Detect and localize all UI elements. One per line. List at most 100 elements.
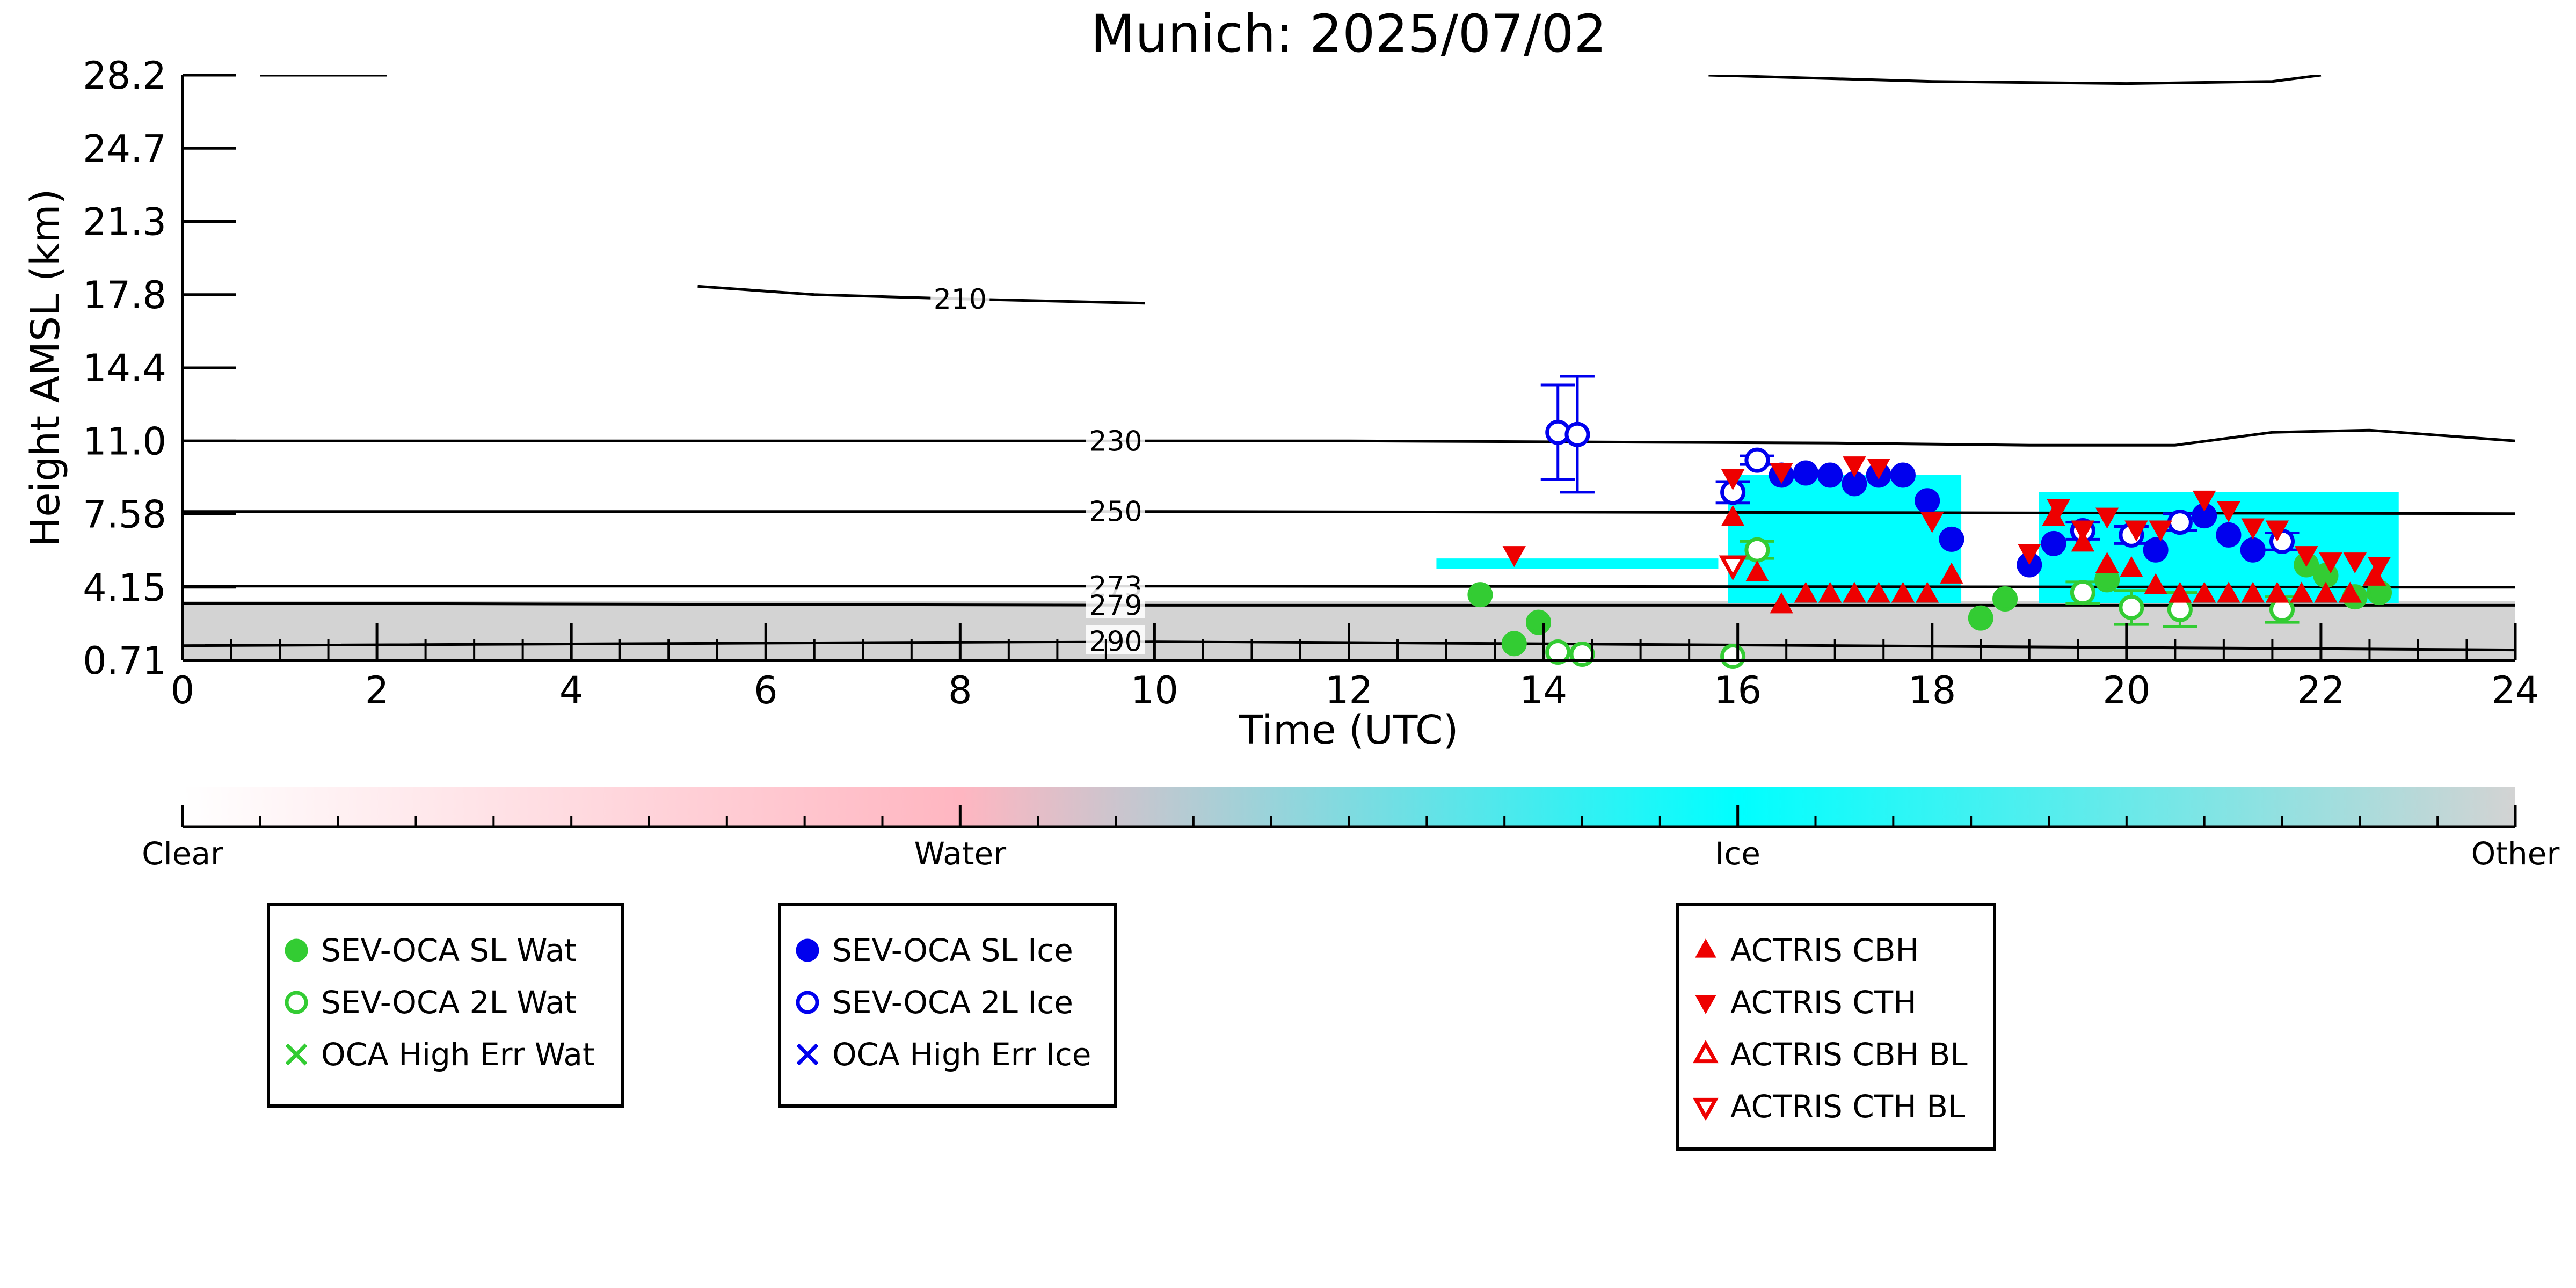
contour-label-230: 230: [1089, 425, 1142, 457]
contour-line-210: [697, 285, 1145, 305]
legend-entry: SEV-OCA 2L Wat: [285, 984, 577, 1021]
data-point: [2168, 581, 2192, 603]
data-point: [1939, 526, 1964, 552]
data-point: [1867, 581, 1890, 603]
data-point: [2095, 551, 2119, 573]
legend-label: OCA High Err Ice: [832, 1036, 1091, 1073]
data-point: [2041, 530, 2066, 556]
data-point: [1721, 505, 1745, 526]
chart-title: Munich: 2025/07/02: [1091, 4, 1607, 64]
data-point: [2167, 510, 2193, 535]
data-point: [1915, 488, 1940, 514]
data-point: [1720, 643, 1746, 669]
x-tick-label: 4: [559, 668, 584, 712]
series-actris-cbh: [1721, 505, 2386, 614]
legend-label: SEV-OCA SL Wat: [321, 932, 577, 969]
data-point: [1794, 581, 1818, 603]
x-tick-label: 20: [2102, 668, 2150, 712]
contour-label-bg-210: [930, 282, 990, 312]
data-point: [1526, 609, 1552, 635]
data-point: [1843, 581, 1866, 603]
colorbar: Clear Water Ice Other: [142, 787, 2559, 872]
legend-label: ACTRIS CBH: [1730, 932, 1919, 969]
data-point: [1744, 447, 1770, 473]
legend-marker: [1695, 938, 1716, 958]
colorbar-label-water: Water: [914, 835, 1007, 872]
legend-entry: OCA High Err Wat: [285, 1036, 595, 1073]
data-point: [1940, 562, 1963, 584]
data-point: [1719, 555, 1747, 581]
contour-label-bg-250: [1086, 495, 1145, 525]
data-point: [1467, 582, 1493, 608]
contour-label-bg-230: [1086, 425, 1145, 454]
legend-entry: ACTRIS CBH BL: [1693, 1036, 1968, 1073]
contour-label-bg-290: [1086, 625, 1145, 654]
contour-line-230: [183, 428, 2515, 447]
data-point: [2265, 520, 2289, 542]
data-point: [2241, 581, 2265, 603]
data-point: [2071, 520, 2095, 542]
legend-label: SEV-OCA 2L Ice: [832, 984, 1073, 1021]
y-tick-label: 14.4: [83, 346, 166, 390]
data-point: [2217, 581, 2240, 603]
contour-label-bg-279: [1086, 589, 1145, 618]
data-point: [2120, 556, 2143, 577]
legend-frame: [778, 903, 1117, 1108]
data-point: [2241, 518, 2265, 540]
legend-entry: SEV-OCA SL Wat: [285, 932, 577, 969]
data-point: [1501, 631, 1527, 657]
data-point: [1920, 512, 1944, 533]
legend-marker: [796, 1043, 819, 1066]
legend-entry: ACTRIS CTH BL: [1693, 1088, 1965, 1125]
y-tick-label: 21.3: [83, 200, 166, 244]
data-point: [1744, 537, 1770, 563]
legend-entry: ACTRIS CTH: [1695, 984, 1917, 1021]
contour-line-7: [1708, 75, 2322, 85]
legend-marker: [1693, 1097, 1719, 1122]
y-tick-label: 4.15: [83, 566, 166, 610]
data-point: [1745, 560, 1769, 581]
colorbar-label-ice: Ice: [1715, 835, 1760, 872]
y-tick-label: 17.8: [83, 273, 166, 317]
legend-entry: SEV-OCA 2L Ice: [796, 984, 1073, 1021]
y-tick-label: 7.58: [83, 493, 166, 537]
data-point: [2095, 507, 2119, 529]
data-point: [1817, 462, 1843, 488]
data-point: [1915, 581, 1939, 603]
colorbar-label-clear: Clear: [142, 835, 223, 872]
data-point: [2144, 573, 2167, 594]
colorbar-ticks: Clear Water Ice Other: [142, 805, 2559, 872]
legend-label: ACTRIS CTH BL: [1730, 1088, 1965, 1125]
data-point: [1770, 463, 1793, 484]
data-point: [2192, 490, 2216, 512]
legend-marker: [1695, 995, 1716, 1014]
data-point: [2295, 546, 2318, 567]
legend-label: ACTRIS CTH: [1730, 984, 1917, 1021]
data-point: [1843, 456, 1866, 478]
legend-marker: [1693, 1039, 1719, 1064]
x-tick-label: 18: [1908, 668, 1956, 712]
data-point: [1891, 581, 1915, 603]
y-tick-label: 28.2: [83, 54, 166, 98]
x-tick-label: 16: [1714, 668, 1762, 712]
legend-entry: SEV-OCA SL Ice: [796, 932, 1073, 969]
data-point: [2265, 581, 2289, 603]
colorbar-label-other: Other: [2471, 835, 2560, 872]
data-point: [1770, 592, 1793, 614]
data-series: [1467, 375, 2392, 669]
series-actris-cth-bl: [1719, 555, 1747, 581]
legend-frame: [267, 903, 624, 1108]
x-axis-label: Time (UTC): [1238, 707, 1458, 753]
x-tick-label: 12: [1325, 668, 1373, 712]
x-tick-label: 2: [365, 668, 389, 712]
contour-line-273: [183, 585, 2515, 589]
data-point: [2149, 520, 2172, 542]
data-point: [2367, 557, 2391, 578]
y-axis-label: Height AMSL (km): [23, 188, 69, 547]
x-tick-label: 22: [2297, 668, 2345, 712]
data-point: [2143, 537, 2169, 563]
